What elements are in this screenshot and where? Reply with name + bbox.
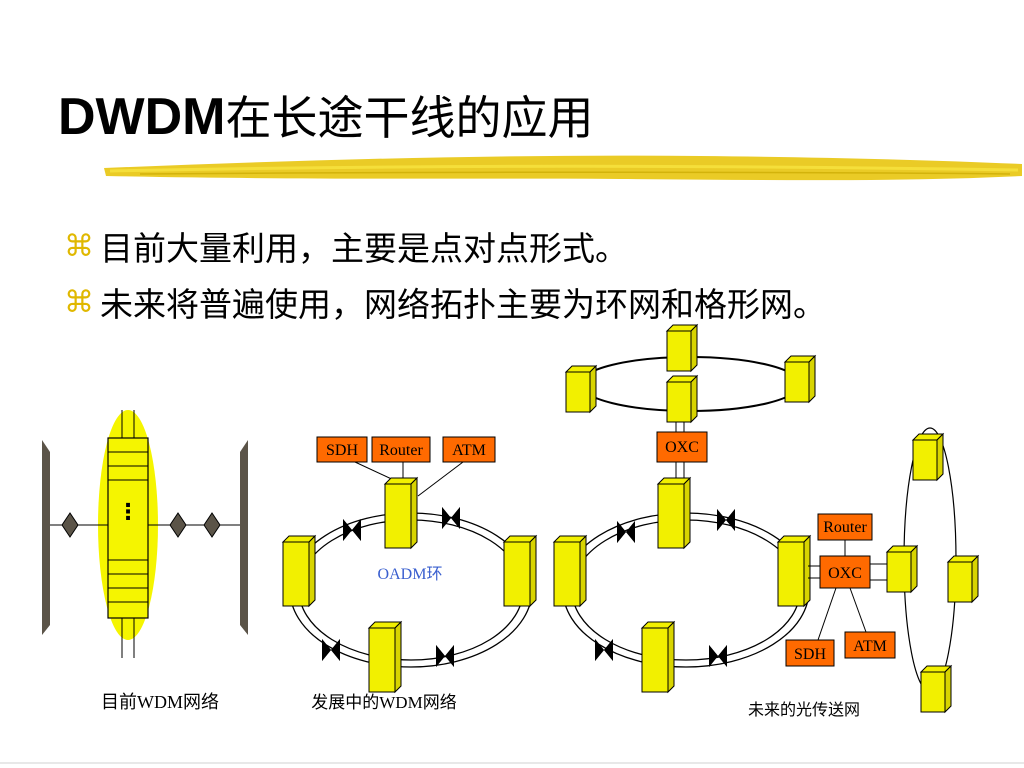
oxc-top-label: OXC (656, 431, 708, 463)
title-latin: DWDM (58, 88, 226, 146)
future-network-caption: 未来的光传送网 (748, 701, 860, 719)
bullet-list: ⌘ 目前大量利用，主要是点对点形式。 ⌘ 未来将普遍使用，网络拓扑主要为环网和格… (64, 218, 826, 330)
svg-text:SDH: SDH (326, 442, 358, 459)
router-client-label: Router (371, 436, 431, 463)
svg-text:OXC: OXC (828, 565, 862, 582)
oadm-node (384, 477, 418, 549)
sdh-client-label: SDH (316, 436, 368, 463)
otn-node (641, 621, 675, 693)
otn-node (666, 375, 698, 423)
otn-node (920, 665, 952, 713)
command-bullet-icon: ⌘ (64, 228, 94, 264)
right-terminal-panel (240, 440, 248, 635)
otn-node (912, 433, 944, 481)
oadm-node (282, 535, 316, 607)
otn-node (886, 545, 918, 593)
svg-text:SDH: SDH (794, 646, 826, 663)
multiplexer-stack (107, 410, 149, 658)
otn-node (666, 324, 698, 372)
bullet-item: ⌘ 目前大量利用，主要是点对点形式。 (64, 218, 826, 274)
left-terminal-panel (42, 440, 50, 635)
bullet-text: 未来将普遍使用，网络拓扑主要为环网和格形网。 (100, 285, 826, 324)
otn-node (553, 535, 587, 607)
oadm-node (368, 621, 402, 693)
slide-title: DWDM 在长途干线的应用 (58, 82, 594, 148)
otn-node (947, 555, 979, 603)
otn-node (657, 477, 691, 549)
sdh-label: SDH (785, 639, 835, 667)
amplifier-icon (61, 512, 79, 538)
developing-wdm-caption: 发展中的WDM网络 (311, 693, 456, 712)
svg-text:OXC: OXC (665, 439, 699, 456)
atm-label: ATM (844, 631, 896, 659)
otn-node (565, 365, 597, 413)
svg-text:Router: Router (823, 519, 867, 536)
otn-node (777, 535, 811, 607)
oadm-ring-label: OADM环 (378, 566, 443, 583)
title-cjk: 在长途干线的应用 (225, 91, 594, 145)
command-bullet-icon: ⌘ (64, 284, 94, 320)
mux-dots: ⋮ (117, 500, 139, 525)
amplifier-icon (203, 512, 221, 538)
filter-icon (717, 509, 735, 531)
future-network-diagram: OXC (553, 324, 979, 719)
current-wdm-caption: 目前WDM网络 (101, 692, 219, 712)
developing-wdm-diagram: SDH Router ATM OADM环 发展中的WDM网络 (282, 436, 537, 712)
svg-text:ATM: ATM (452, 442, 486, 459)
otn-node (784, 355, 816, 403)
current-wdm-diagram: ⋮ 目前WDM网络 (42, 410, 248, 712)
title-underline (104, 155, 1022, 181)
svg-text:ATM: ATM (853, 638, 887, 655)
oxc-right-label: OXC (819, 555, 871, 589)
svg-text:Router: Router (379, 442, 423, 459)
atm-client-label: ATM (442, 436, 496, 463)
router-label: Router (817, 513, 873, 541)
bullet-text: 目前大量利用，主要是点对点形式。 (100, 229, 628, 268)
amplifier-icon (169, 512, 187, 538)
bullet-item: ⌘ 未来将普遍使用，网络拓扑主要为环网和格形网。 (64, 274, 826, 330)
oadm-node (503, 535, 537, 607)
